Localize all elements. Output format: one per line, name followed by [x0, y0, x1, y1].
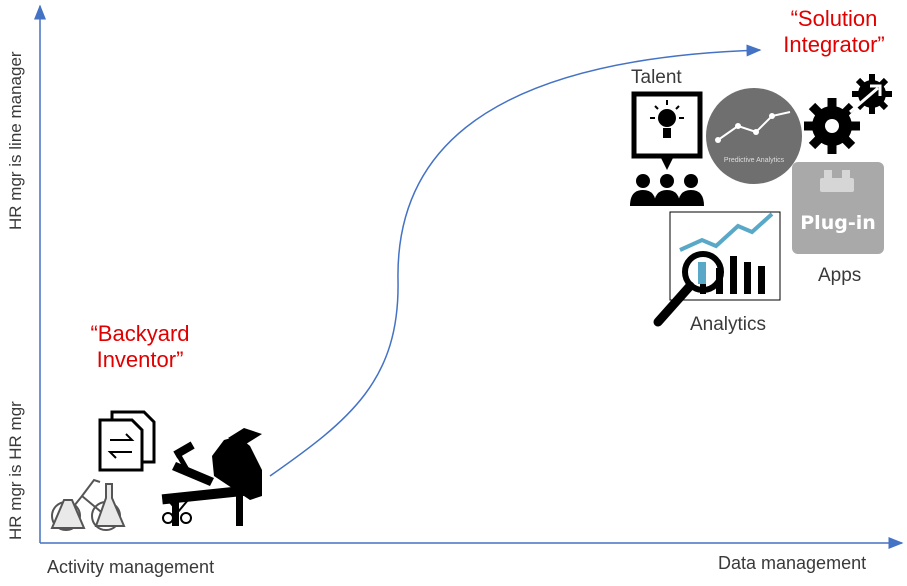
gears-icon	[804, 74, 892, 154]
y-axis-top-label: HR mgr is line manager	[6, 51, 25, 230]
people-icon	[630, 174, 704, 206]
plugin-text: Plug-in	[800, 212, 876, 234]
predictive-analytics-text: Predictive Analytics	[724, 157, 785, 164]
backyard-inventor-line2: Inventor”	[96, 347, 184, 372]
growth-curve	[269, 44, 762, 477]
analytics-label: Analytics	[690, 314, 767, 335]
magnifier-icon	[653, 251, 724, 327]
tools-icon	[162, 441, 195, 524]
lab-flasks-icon	[50, 478, 126, 531]
lightbulb-presentation-icon	[631, 91, 703, 170]
inventor-icon	[161, 428, 262, 526]
solution-integrator-line2: Integrator”	[783, 32, 885, 57]
y-axis-bottom-label: HR mgr is HR mgr	[6, 401, 25, 540]
backyard-inventor-title: “Backyard Inventor”	[84, 321, 196, 373]
talent-label: Talent	[631, 67, 682, 88]
plugin-connector	[820, 170, 854, 192]
predictive-analytics-icon: Predictive Analytics	[706, 88, 802, 184]
backyard-inventor-line1: “Backyard	[90, 321, 190, 346]
x-axis-right-label: Data management	[718, 553, 867, 573]
solution-integrator-title: “Solution Integrator”	[778, 6, 890, 58]
plugin-icon: Plug-in	[792, 162, 884, 254]
apps-label: Apps	[818, 265, 862, 286]
solution-integrator-line1: “Solution	[790, 6, 878, 31]
documents-icon	[98, 410, 156, 472]
x-axis-left-label: Activity management	[47, 557, 215, 577]
